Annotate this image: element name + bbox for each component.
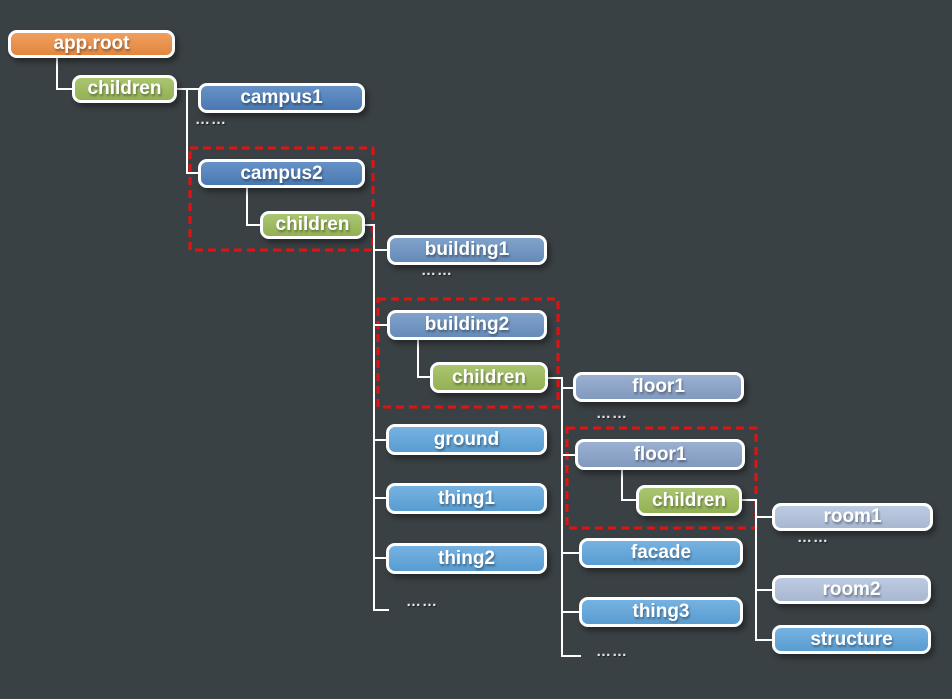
node-children-building2: children (430, 362, 548, 393)
selection-highlights (188, 146, 758, 530)
node-thing1: thing1 (386, 483, 547, 514)
ellipsis-building-trunk-end: …… (406, 593, 438, 610)
node-thing2: thing2 (386, 543, 547, 574)
node-campus2: campus2 (198, 159, 365, 188)
node-thing3: thing3 (579, 597, 743, 627)
node-building2: building2 (387, 310, 547, 340)
connector-building2-children (417, 339, 431, 378)
node-floor1-selected: floor1 (575, 439, 745, 470)
node-campus1: campus1 (198, 83, 365, 113)
connector-children-campus2 (186, 88, 199, 174)
node-facade: facade (579, 538, 743, 568)
trunk-rooms (741, 499, 773, 641)
highlight-box-campus2 (188, 146, 375, 252)
ellipsis-more-floors: …… (596, 405, 628, 422)
node-children-root: children (72, 75, 177, 103)
ellipsis-more-rooms: …… (797, 529, 829, 546)
ellipsis-floor-trunk-end: …… (596, 643, 628, 660)
highlight-box-floor1 (565, 426, 758, 530)
node-children-campus2: children (260, 211, 365, 239)
node-children-floor1: children (636, 485, 742, 516)
connector-root-children (56, 57, 73, 90)
connector-lines (56, 57, 773, 657)
node-structure: structure (772, 625, 931, 654)
node-ground: ground (386, 424, 547, 455)
trunk-buildings (364, 224, 389, 611)
ellipsis-more-buildings: …… (421, 262, 453, 279)
highlight-box-building2 (376, 297, 560, 409)
node-floor1-list: floor1 (573, 372, 744, 402)
connector-campus2-children (246, 187, 261, 226)
trunk-floors (547, 377, 581, 657)
node-room1: room1 (772, 503, 933, 531)
connector-floor1-children (621, 469, 637, 501)
node-room2: room2 (772, 575, 931, 604)
node-app-root: app.root (8, 30, 175, 58)
ellipsis-more-campuses: …… (195, 111, 227, 128)
node-building1: building1 (387, 235, 547, 265)
